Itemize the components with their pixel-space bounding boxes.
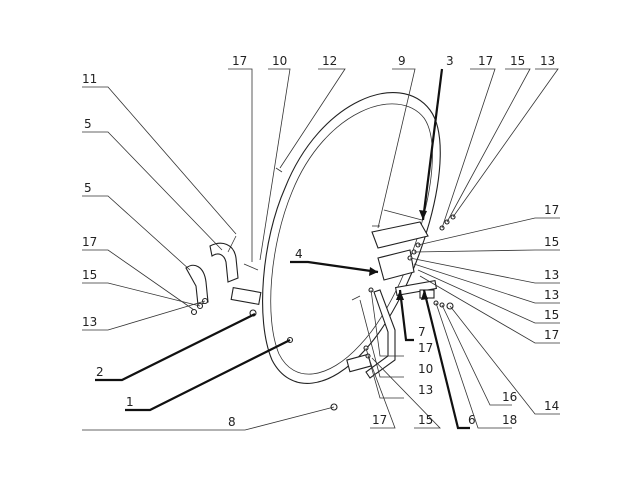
label-15-right-b: 15 <box>544 308 559 322</box>
label-7: 7 <box>418 325 426 339</box>
label-18: 18 <box>502 413 517 427</box>
label-3: 3 <box>446 54 454 68</box>
label-17-center: 17 <box>418 341 433 355</box>
label-13-right-b: 13 <box>544 288 559 302</box>
label-16: 16 <box>502 390 517 404</box>
label-10-center: 10 <box>418 362 433 376</box>
label-13-center: 13 <box>418 383 433 397</box>
label-11: 11 <box>82 72 97 86</box>
label-15-left: 15 <box>82 268 97 282</box>
part-labels: 11 5 5 17 15 13 2 1 8 17 10 12 9 3 17 15… <box>82 54 559 429</box>
label-13-left: 13 <box>82 315 97 329</box>
label-10-top: 10 <box>272 54 287 68</box>
label-12: 12 <box>322 54 337 68</box>
label-9: 9 <box>398 54 406 68</box>
label-17-left: 17 <box>82 235 97 249</box>
label-13-right-a: 13 <box>544 268 559 282</box>
label-17-top-right: 17 <box>478 54 493 68</box>
feed-arm <box>346 289 396 379</box>
label-15-top-right: 15 <box>510 54 525 68</box>
label-15-right-a: 15 <box>544 235 559 249</box>
label-17-top: 17 <box>232 54 247 68</box>
label-5-lower: 5 <box>84 181 92 195</box>
label-4: 4 <box>295 247 303 261</box>
label-1: 1 <box>126 395 134 409</box>
label-5-upper: 5 <box>84 117 92 131</box>
rear-bracket <box>371 221 438 299</box>
label-2: 2 <box>96 365 104 379</box>
label-17-right-a: 17 <box>544 203 559 217</box>
pole-clamp <box>185 235 262 317</box>
label-14: 14 <box>544 399 559 413</box>
label-17-bottom: 17 <box>372 413 387 427</box>
label-8: 8 <box>228 415 236 429</box>
label-15-bottom: 15 <box>418 413 433 427</box>
label-13-top-right: 13 <box>540 54 555 68</box>
label-6: 6 <box>468 413 476 427</box>
leader-lines <box>82 68 560 431</box>
bold-leaders <box>95 68 470 430</box>
label-17-right-b: 17 <box>544 328 559 342</box>
